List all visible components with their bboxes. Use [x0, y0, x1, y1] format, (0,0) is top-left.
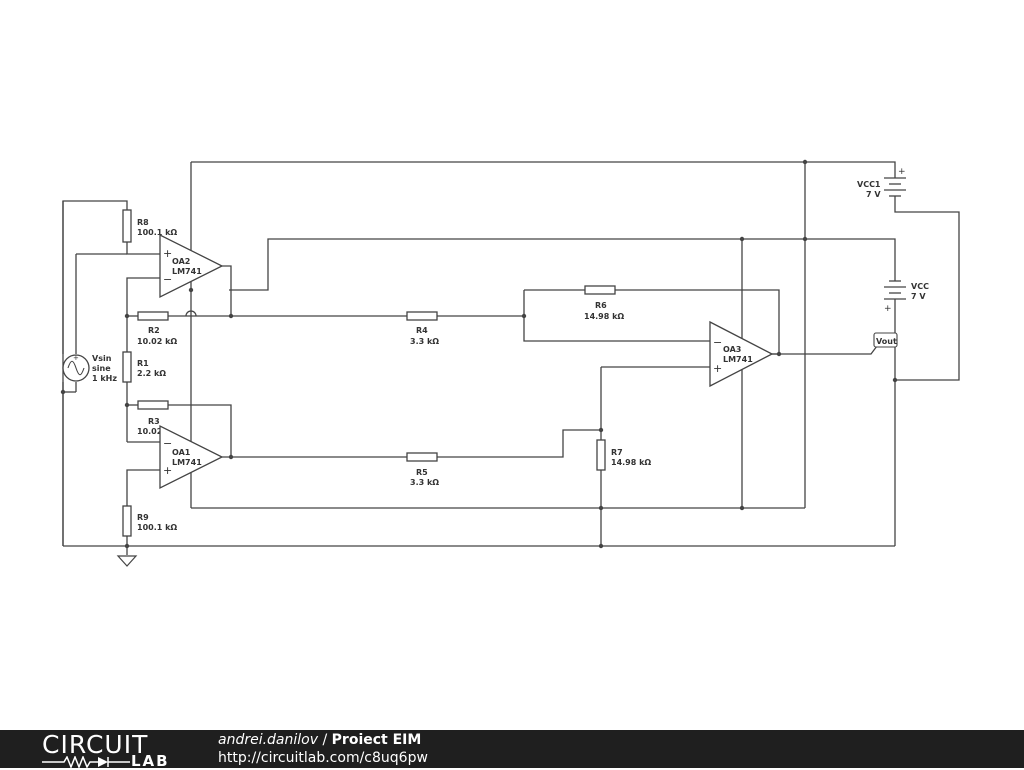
- resistor-r5[interactable]: R5 3.3 kΩ: [406, 452, 439, 487]
- r9-ref: R9: [137, 513, 149, 522]
- oa3-ref: OA3: [723, 345, 741, 354]
- title-separator: /: [318, 732, 332, 748]
- resistor-r2[interactable]: R2 10.02 kΩ: [137, 311, 177, 346]
- r4-value: 3.3 kΩ: [410, 337, 439, 346]
- oa2-model: LM741: [172, 267, 202, 276]
- resistor-r9[interactable]: R9 100.1 kΩ: [122, 505, 177, 537]
- vcc1-plus-sign: +: [898, 167, 906, 177]
- resistor-r6[interactable]: R6 14.98 kΩ: [584, 285, 624, 321]
- oa3-minus-sign: −: [713, 336, 722, 349]
- vcc-plus-sign: +: [884, 304, 892, 314]
- resistor-r4[interactable]: R4 3.3 kΩ: [406, 311, 439, 346]
- sine-wave-icon: [67, 360, 85, 376]
- circuit-info: andrei.danilov / Proiect EIM http://circ…: [218, 731, 428, 767]
- r8-ref: R8: [137, 218, 149, 227]
- r7-value: 14.98 kΩ: [611, 458, 651, 467]
- oa2-minus-sign: −: [163, 273, 172, 286]
- r2-ref: R2: [148, 326, 160, 335]
- oa1-plus-sign: +: [163, 464, 172, 477]
- vcc1-value: 7 V: [866, 190, 881, 199]
- junction-dots: [60, 159, 898, 549]
- opamp-oa3[interactable]: − + OA3 LM741: [709, 320, 774, 388]
- oa1-ref: OA1: [172, 448, 191, 457]
- logo-text-circuit: CIRCUIT: [42, 730, 149, 759]
- footer: CIRCUIT LAB andrei.danilov / Proiect EIM…: [0, 730, 1024, 770]
- r5-ref: R5: [416, 468, 428, 477]
- vout-text: Vout: [876, 337, 897, 346]
- r2-value: 10.02 kΩ: [137, 337, 177, 346]
- oa1-model: LM741: [172, 458, 202, 467]
- r1-ref: R1: [137, 359, 149, 368]
- battery-vcc[interactable]: + VCC 7 V: [884, 275, 929, 314]
- ground-icon: [116, 555, 138, 567]
- r1-value: 2.2 kΩ: [137, 369, 166, 378]
- circuit-url[interactable]: http://circuitlab.com/c8uq6pw: [218, 750, 428, 766]
- vsin-type: sine: [92, 364, 111, 373]
- r3-value: 10.02: [137, 427, 162, 436]
- oa1-minus-sign: −: [163, 437, 172, 450]
- circuit-title[interactable]: Proiect EIM: [331, 732, 422, 748]
- sine-source-vsin[interactable]: + Vsin sine 1 kHz: [62, 354, 117, 383]
- r9-value: 100.1 kΩ: [137, 523, 177, 532]
- resistor-r7[interactable]: R7 14.98 kΩ: [596, 439, 651, 471]
- logo-text-lab: LAB: [131, 752, 170, 770]
- r6-value: 14.98 kΩ: [584, 312, 624, 321]
- circuitlab-logo[interactable]: CIRCUIT LAB: [42, 730, 177, 770]
- opamp-oa2[interactable]: + − OA2 LM741: [159, 233, 224, 299]
- wires: [62, 161, 960, 555]
- r5-value: 3.3 kΩ: [410, 478, 439, 487]
- circuit-schematic: R8 100.1 kΩ R2 10.02 kΩ R1 2.2 kΩ R3 10.…: [60, 159, 960, 567]
- r3-ref: R3: [148, 417, 160, 426]
- vsin-freq: 1 kHz: [92, 374, 117, 383]
- vsin-plus-sign: +: [73, 354, 79, 362]
- vcc1-ref: VCC1: [857, 180, 881, 189]
- resistor-r8[interactable]: R8 100.1 kΩ: [122, 209, 177, 243]
- battery-vcc1[interactable]: + VCC1 7 V: [857, 167, 906, 202]
- author-name[interactable]: andrei.danilov: [218, 732, 319, 748]
- resistor-diode-logo-icon: [42, 756, 130, 768]
- resistor-r1[interactable]: R1 2.2 kΩ: [122, 351, 166, 383]
- vout-label[interactable]: Vout: [873, 332, 898, 348]
- vcc-ref: VCC: [911, 282, 929, 291]
- vcc-value: 7 V: [911, 292, 926, 301]
- vsin-ref: Vsin: [92, 354, 112, 363]
- opamp-oa1[interactable]: − + OA1 LM741: [159, 424, 224, 490]
- oa2-ref: OA2: [172, 257, 190, 266]
- oa3-model: LM741: [723, 355, 753, 364]
- oa2-plus-sign: +: [163, 247, 172, 260]
- r7-ref: R7: [611, 448, 623, 457]
- circuit-title-line: andrei.danilov / Proiect EIM: [218, 731, 428, 749]
- r6-ref: R6: [595, 301, 607, 310]
- r8-value: 100.1 kΩ: [137, 228, 177, 237]
- oa3-plus-sign: +: [713, 362, 722, 375]
- resistor-r3[interactable]: R3 10.02: [137, 400, 169, 436]
- r4-ref: R4: [416, 326, 428, 335]
